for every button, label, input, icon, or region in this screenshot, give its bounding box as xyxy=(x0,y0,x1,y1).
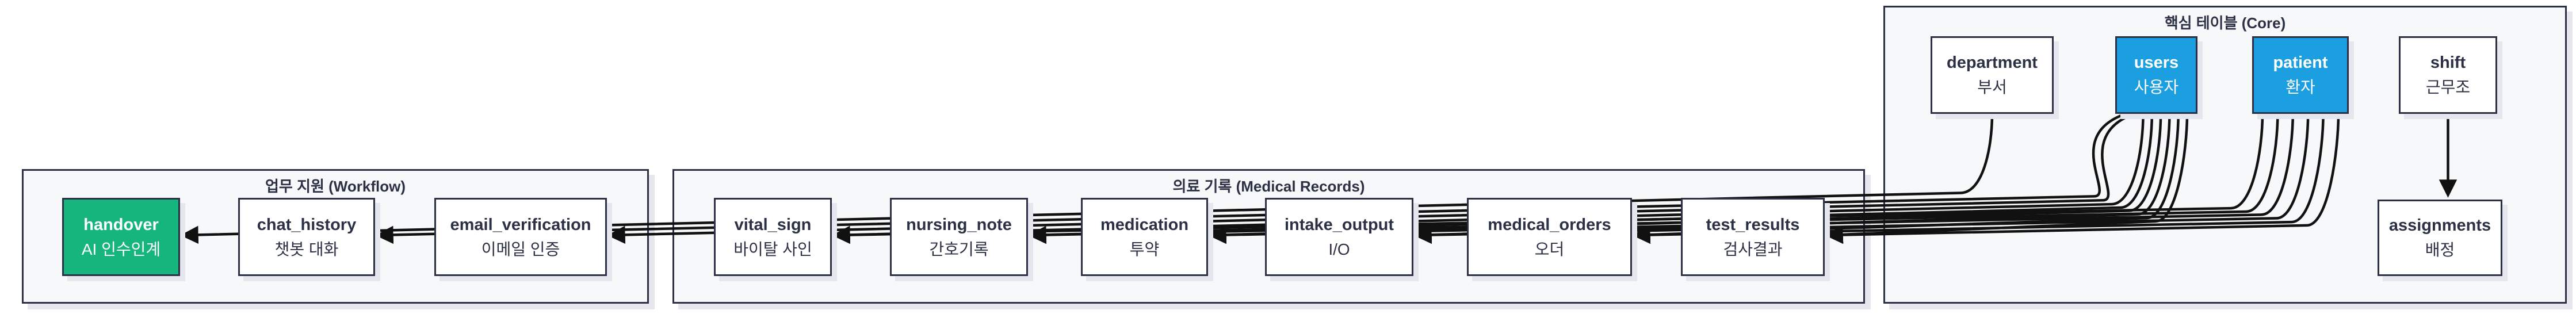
node-test-results: test_results 검사결과 xyxy=(1681,198,1825,276)
node-email-verification-sublabel: 이메일 인증 xyxy=(481,240,560,258)
node-intake-output-name: intake_output xyxy=(1284,215,1394,234)
node-users-sublabel: 사용자 xyxy=(2134,78,2179,96)
node-nursing-note-sublabel: 간호기록 xyxy=(929,240,989,258)
node-medical-orders-sublabel: 오더 xyxy=(1534,240,1565,258)
node-department: department 부서 xyxy=(1931,36,2054,114)
group-medical-records-title: 의료 기록 (Medical Records) xyxy=(1172,178,1365,195)
node-chat-history-sublabel: 챗봇 대화 xyxy=(274,240,339,258)
node-handover-name: handover xyxy=(83,215,159,234)
node-department-sublabel: 부서 xyxy=(1977,78,2007,96)
group-workflow-title: 업무 지원 (Workflow) xyxy=(265,178,406,195)
node-nursing-note-name: nursing_note xyxy=(906,215,1012,234)
node-chat-history-name: chat_history xyxy=(257,215,357,234)
node-medication: medication 투약 xyxy=(1081,198,1208,276)
node-users-name: users xyxy=(2134,53,2179,72)
node-shift-sublabel: 근무조 xyxy=(2425,78,2471,96)
node-email-verification-name: email_verification xyxy=(450,215,591,234)
node-medical-orders-name: medical_orders xyxy=(1488,215,1611,234)
node-medication-name: medication xyxy=(1100,215,1189,234)
node-patient-sublabel: 환자 xyxy=(2285,78,2315,96)
node-patient: patient 환자 xyxy=(2252,36,2349,114)
node-medication-sublabel: 투약 xyxy=(1129,240,1160,258)
node-medical-orders: medical_orders 오더 xyxy=(1467,198,1632,276)
node-vital-sign: vital_sign 바이탈 사인 xyxy=(714,198,832,276)
node-assignments-sublabel: 배정 xyxy=(2425,241,2455,259)
node-assignments-name: assignments xyxy=(2388,216,2491,235)
node-nursing-note: nursing_note 간호기록 xyxy=(890,198,1028,276)
group-core-tables-title: 핵심 테이블 (Core) xyxy=(2164,14,2286,32)
node-assignments: assignments 배정 xyxy=(2378,200,2502,276)
node-vital-sign-name: vital_sign xyxy=(734,215,812,234)
node-handover: handover AI 인수인계 xyxy=(62,198,180,276)
node-test-results-name: test_results xyxy=(1706,215,1800,234)
node-email-verification: email_verification 이메일 인증 xyxy=(434,198,607,276)
node-chat-history: chat_history 챗봇 대화 xyxy=(238,198,375,276)
node-users: users 사용자 xyxy=(2115,36,2197,114)
node-intake-output: intake_output I/O xyxy=(1265,198,1413,276)
node-test-results-sublabel: 검사결과 xyxy=(1723,240,1783,258)
node-shift-name: shift xyxy=(2430,53,2466,72)
node-vital-sign-sublabel: 바이탈 사인 xyxy=(733,240,812,258)
node-intake-output-sublabel: I/O xyxy=(1328,240,1350,258)
node-handover-sublabel: AI 인수인계 xyxy=(81,240,161,258)
node-department-name: department xyxy=(1947,53,2038,72)
node-patient-name: patient xyxy=(2273,53,2328,72)
node-shift: shift 근무조 xyxy=(2399,36,2497,114)
